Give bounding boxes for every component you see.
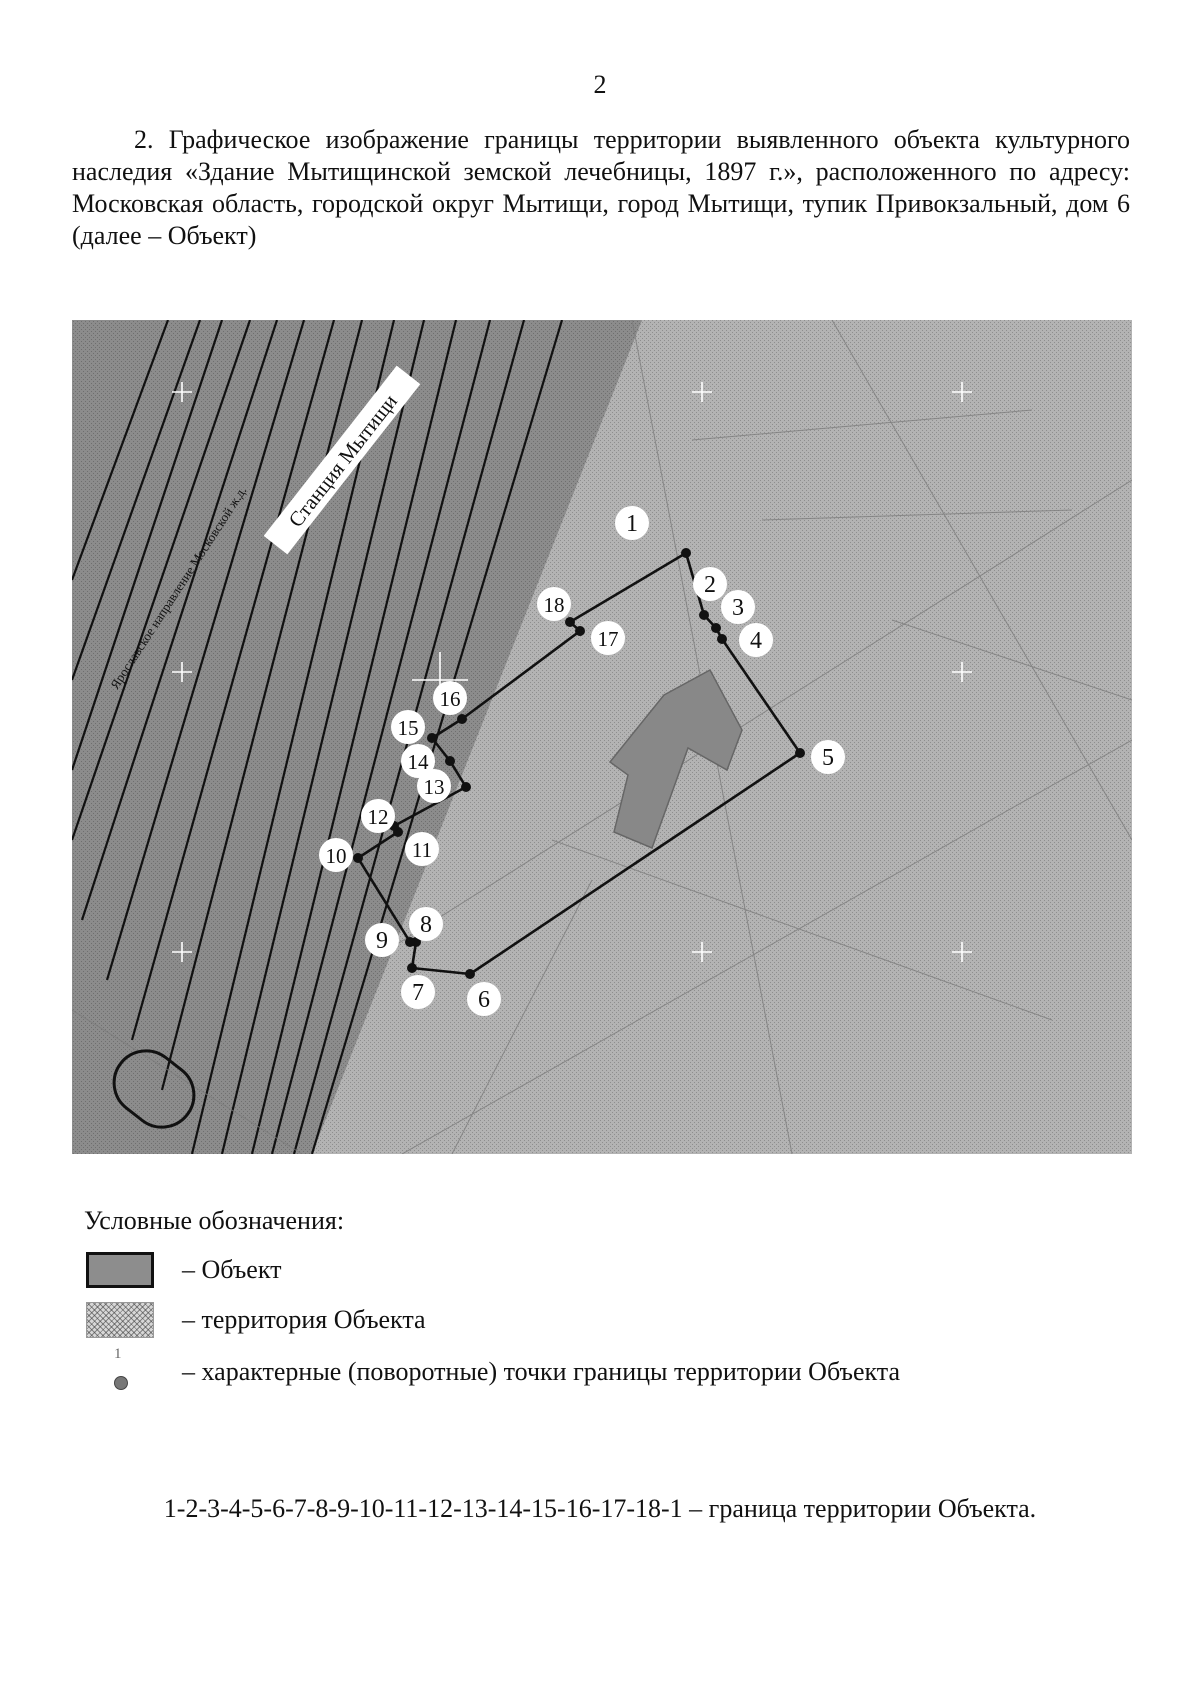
legend-points-label: – характерные (поворотные) точки границы… — [182, 1357, 901, 1386]
boundary-point-label-15: 15 — [391, 710, 425, 744]
boundary-vertex-16 — [457, 714, 467, 724]
boundary-point-number: 15 — [398, 716, 419, 740]
boundary-point-label-6: 6 — [467, 982, 501, 1016]
boundary-point-number: 5 — [822, 745, 834, 771]
boundary-vertex-5 — [795, 748, 805, 758]
boundary-point-number: 6 — [478, 987, 490, 1013]
boundary-point-number: 10 — [326, 844, 347, 868]
boundary-point-label-9: 9 — [365, 923, 399, 957]
boundary-point-label-1: 1 — [615, 506, 649, 540]
boundary-vertex-2 — [699, 610, 709, 620]
boundary-vertex-18 — [565, 617, 575, 627]
boundary-vertex-4 — [717, 634, 727, 644]
boundary-vertex-1 — [681, 548, 691, 558]
grid-crosses — [172, 382, 972, 962]
page-number: 2 — [593, 70, 607, 99]
boundary-vertex-9 — [405, 937, 415, 947]
legend-point-dot-icon — [114, 1376, 128, 1390]
boundary-point-number: 7 — [412, 980, 424, 1006]
boundary-vertex-3 — [711, 623, 721, 633]
boundary-map: Станция Мытищи Ярославское направление М… — [72, 320, 1132, 1154]
boundary-point-label-11: 11 — [405, 832, 439, 866]
legend-territory-swatch — [86, 1302, 154, 1338]
boundary-point-label-3: 3 — [721, 590, 755, 624]
boundary-point-label-10: 10 — [319, 838, 353, 872]
cadastral-lines — [72, 320, 1132, 1154]
boundary-point-label-16: 16 — [433, 681, 467, 715]
boundary-vertex-14 — [445, 756, 455, 766]
boundary-point-number: 3 — [732, 595, 744, 621]
legend-territory-label: – территория Объекта — [182, 1305, 426, 1334]
boundary-point-number: 11 — [412, 838, 432, 862]
legend-title: Условные обозначения: — [84, 1206, 345, 1235]
boundary-point-number: 18 — [544, 593, 565, 617]
boundary-point-label-7: 7 — [401, 975, 435, 1009]
boundary-point-number: 13 — [424, 775, 445, 799]
boundary-point-label-14: 14 — [401, 744, 435, 778]
boundary-vertices — [353, 548, 805, 979]
boundary-point-number: 17 — [598, 627, 619, 651]
boundary-point-number: 2 — [704, 572, 716, 598]
boundary-point-label-18: 18 — [537, 587, 571, 621]
boundary-point-label-13: 13 — [417, 769, 451, 803]
boundary-point-label-5: 5 — [811, 740, 845, 774]
legend-point-swatch: 1 — [86, 1346, 154, 1392]
legend-object-swatch — [86, 1252, 154, 1288]
boundary-point-label-17: 17 — [591, 621, 625, 655]
boundary-vertex-6 — [465, 969, 475, 979]
boundary-point-label-2: 2 — [693, 567, 727, 601]
legend-row-points: 1 – характерные (поворотные) точки грани… — [86, 1346, 901, 1392]
legend-object-label: – Объект — [182, 1255, 282, 1284]
legend-row-territory: – территория Объекта — [86, 1300, 426, 1340]
boundary-vertex-13 — [461, 782, 471, 792]
boundary-vertex-10 — [353, 853, 363, 863]
boundary-point-label-12: 12 — [361, 799, 395, 833]
boundary-vertex-17 — [575, 626, 585, 636]
intro-paragraph: 2. Графическое изображение границы терри… — [72, 125, 1130, 250]
boundary-vertex-15 — [427, 733, 437, 743]
boundary-point-number: 12 — [368, 805, 389, 829]
boundary-point-number: 14 — [408, 750, 430, 774]
boundary-point-number: 8 — [420, 912, 432, 938]
legend-point-number: 1 — [114, 1346, 122, 1362]
oval-structure — [112, 1049, 196, 1129]
boundary-point-label-8: 8 — [409, 907, 443, 941]
boundary-point-number: 9 — [376, 928, 388, 954]
boundary-point-number: 16 — [440, 687, 461, 711]
boundary-vertex-7 — [407, 963, 417, 973]
boundary-point-number: 1 — [626, 511, 638, 537]
boundary-point-number: 4 — [750, 628, 762, 654]
boundary-sequence: 1-2-3-4-5-6-7-8-9-10-11-12-13-14-15-16-1… — [163, 1494, 1037, 1523]
legend-row-object: – Объект — [86, 1250, 282, 1290]
object-building — [608, 668, 743, 849]
boundary-point-label-4: 4 — [739, 623, 773, 657]
